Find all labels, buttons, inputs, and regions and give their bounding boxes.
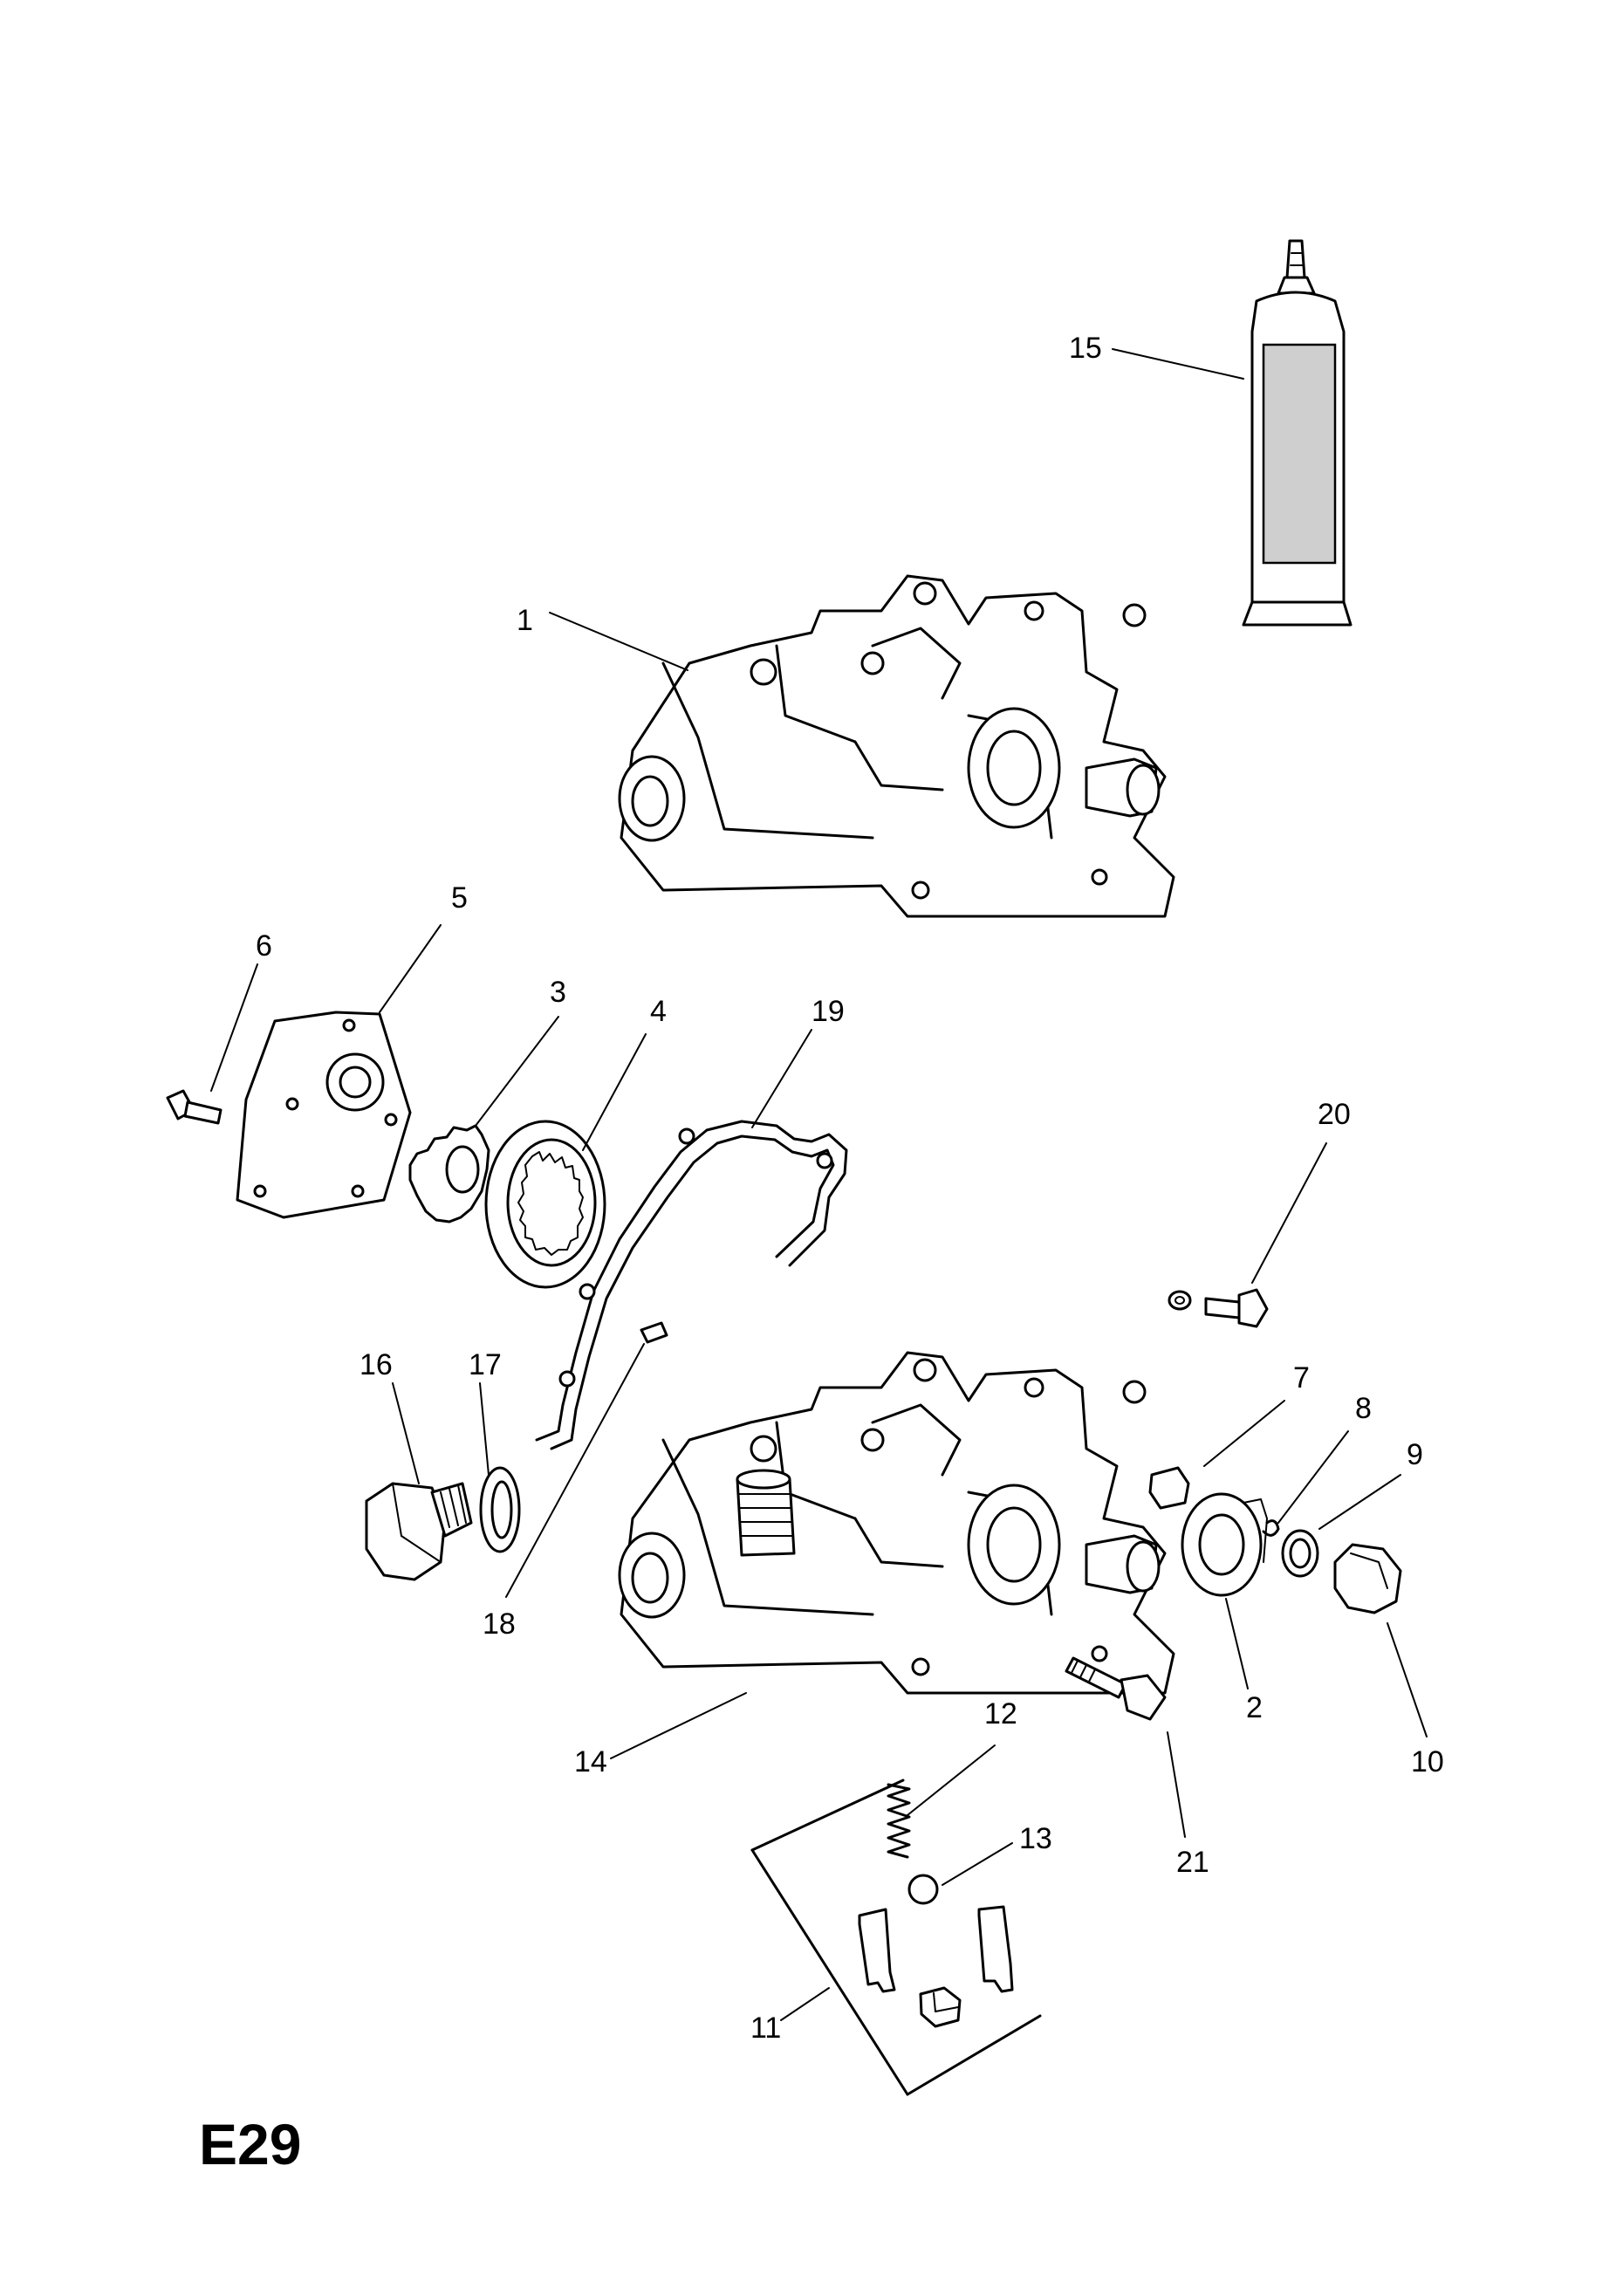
ring-part-9 (1281, 1529, 1319, 1578)
callout-3: 3 (550, 976, 566, 1009)
leader-lines (210, 348, 1428, 2021)
callout-labels: 15 1 5 6 3 4 19 20 7 8 9 16 17 18 2 10 1… (256, 332, 1444, 2045)
callout-4: 4 (650, 995, 667, 1028)
callout-14: 14 (574, 1745, 607, 1779)
clip-right (977, 1905, 1014, 1993)
callout-11: 11 (750, 2012, 781, 2045)
callout-2: 2 (1246, 1691, 1263, 1724)
callout-1: 1 (517, 604, 533, 637)
callout-20: 20 (1318, 1098, 1351, 1131)
callout-16: 16 (360, 1348, 393, 1381)
callout-7: 7 (1293, 1361, 1310, 1395)
callout-15: 15 (1069, 332, 1102, 365)
dowel-pin (640, 1321, 668, 1344)
clip-left (858, 1908, 896, 1993)
plug-bolt (365, 1482, 473, 1581)
callout-10: 10 (1411, 1745, 1444, 1779)
callout-12: 12 (984, 1697, 1017, 1731)
sleeve-part-14 (736, 1469, 796, 1557)
plug-part-10 (1333, 1543, 1402, 1614)
screw-part-20 (1168, 1288, 1269, 1328)
kit-bracket-part-11 (750, 1779, 1042, 2096)
oil-pump-housing-upper (618, 574, 1175, 918)
callout-19: 19 (812, 995, 845, 1028)
gasket (535, 1120, 848, 1450)
spring-part-12 (887, 1783, 911, 1859)
callout-8: 8 (1355, 1392, 1372, 1425)
clip-part-8 (1262, 1519, 1280, 1537)
pin-part-7 (1148, 1466, 1190, 1510)
nut-part-11 (919, 1986, 962, 2028)
callout-13: 13 (1019, 1822, 1052, 1855)
shaft-seal (1181, 1492, 1268, 1597)
callout-6: 6 (256, 929, 272, 963)
outer-rotor (484, 1120, 606, 1289)
callout-5: 5 (451, 881, 468, 915)
diagram-code: E29 (199, 2112, 301, 2176)
inner-gear (408, 1124, 490, 1223)
oil-pump-housing-lower (618, 1351, 1175, 1695)
callout-9: 9 (1407, 1438, 1423, 1471)
callout-17: 17 (469, 1348, 502, 1381)
screw-part-6 (166, 1089, 223, 1125)
pump-cover-plate (236, 1011, 412, 1219)
callout-21: 21 (1176, 1846, 1209, 1879)
ball-part-13 (907, 1874, 939, 1905)
sealant-tube (1242, 239, 1352, 627)
bolt-part-21 (1065, 1656, 1167, 1721)
callout-18: 18 (483, 1607, 516, 1641)
seal-ring-17 (479, 1466, 521, 1553)
